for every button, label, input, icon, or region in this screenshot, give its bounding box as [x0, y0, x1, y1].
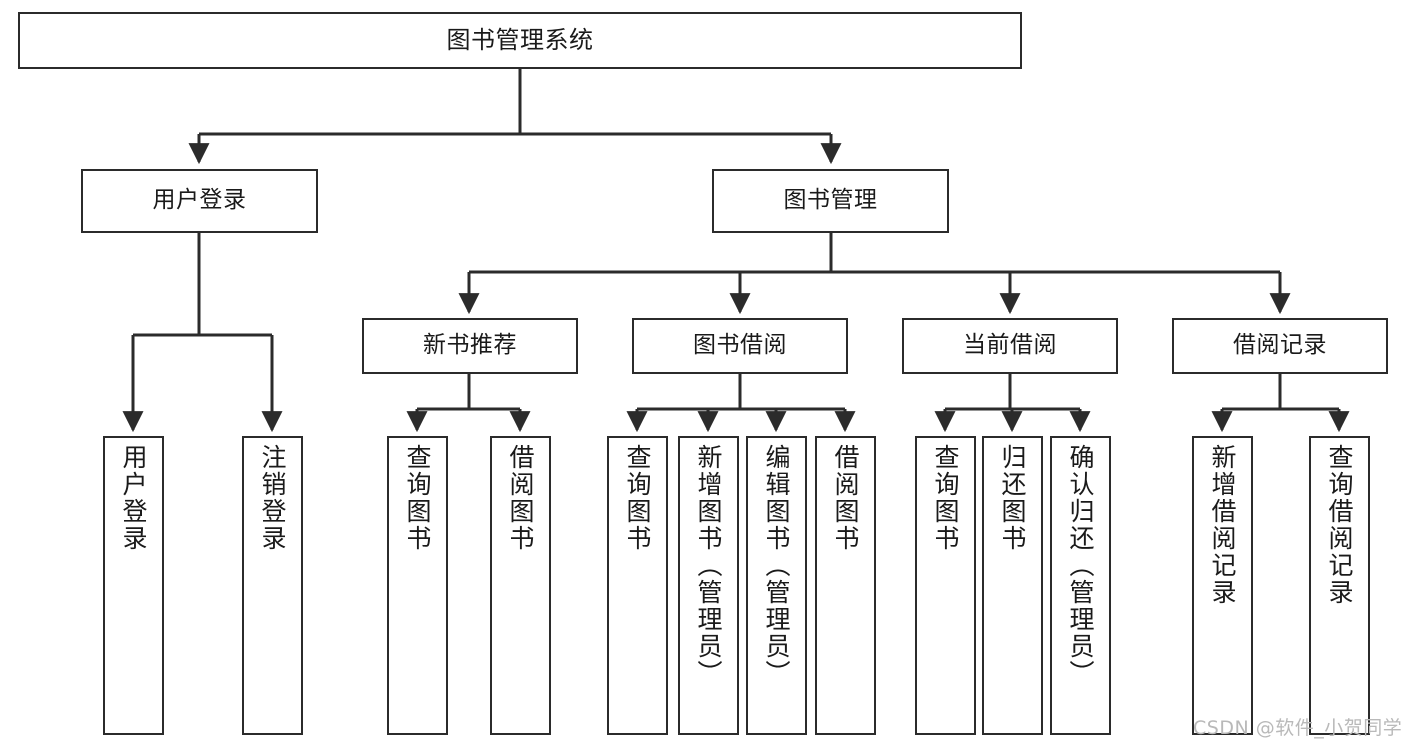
leaf-query-books-borrow[interactable]: 查询图书: [607, 436, 668, 735]
node-book-management-system[interactable]: 图书管理系统: [18, 12, 1022, 69]
node-label: 新增图书（管理员）: [694, 444, 723, 687]
node-user-login[interactable]: 用户登录: [81, 169, 318, 233]
leaf-query-books-recommend[interactable]: 查询图书: [387, 436, 448, 735]
node-label: 查询图书: [403, 444, 432, 552]
node-label: 用户登录: [152, 187, 247, 214]
node-label: 查询图书: [623, 444, 652, 552]
node-book-borrow[interactable]: 图书借阅: [632, 318, 848, 374]
leaf-logout[interactable]: 注销登录: [242, 436, 303, 735]
node-new-book-recommend[interactable]: 新书推荐: [362, 318, 578, 374]
leaf-return-book[interactable]: 归还图书: [982, 436, 1043, 735]
leaf-user-login[interactable]: 用户登录: [103, 436, 164, 735]
leaf-confirm-return-admin[interactable]: 确认归还（管理员）: [1050, 436, 1111, 735]
node-label: 新增借阅记录: [1208, 444, 1237, 606]
leaf-add-borrow-record[interactable]: 新增借阅记录: [1192, 436, 1253, 735]
node-label: 查询借阅记录: [1325, 444, 1354, 606]
node-label: 用户登录: [119, 444, 148, 552]
leaf-borrow-book[interactable]: 借阅图书: [815, 436, 876, 735]
leaf-borrow-books-recommend[interactable]: 借阅图书: [490, 436, 551, 735]
node-label: 借阅图书: [506, 444, 535, 552]
node-label: 注销登录: [258, 444, 287, 552]
node-label: 归还图书: [998, 444, 1027, 552]
leaf-edit-book-admin[interactable]: 编辑图书（管理员）: [746, 436, 807, 735]
node-label: 确认归还（管理员）: [1066, 444, 1095, 687]
node-label: 图书借阅: [693, 332, 787, 359]
node-label: 当前借阅: [963, 332, 1057, 359]
node-label: 新书推荐: [423, 332, 517, 359]
leaf-query-books-current[interactable]: 查询图书: [915, 436, 976, 735]
node-label: 图书管理系统: [446, 26, 594, 55]
leaf-query-borrow-record[interactable]: 查询借阅记录: [1309, 436, 1370, 735]
leaf-add-book-admin[interactable]: 新增图书（管理员）: [678, 436, 739, 735]
node-label: 查询图书: [931, 444, 960, 552]
node-label: 借阅记录: [1233, 332, 1327, 359]
node-label: 编辑图书（管理员）: [762, 444, 791, 687]
node-label: 借阅图书: [831, 444, 860, 552]
node-label: 图书管理: [783, 187, 878, 214]
node-current-borrow[interactable]: 当前借阅: [902, 318, 1118, 374]
node-borrow-records[interactable]: 借阅记录: [1172, 318, 1388, 374]
node-book-management[interactable]: 图书管理: [712, 169, 949, 233]
